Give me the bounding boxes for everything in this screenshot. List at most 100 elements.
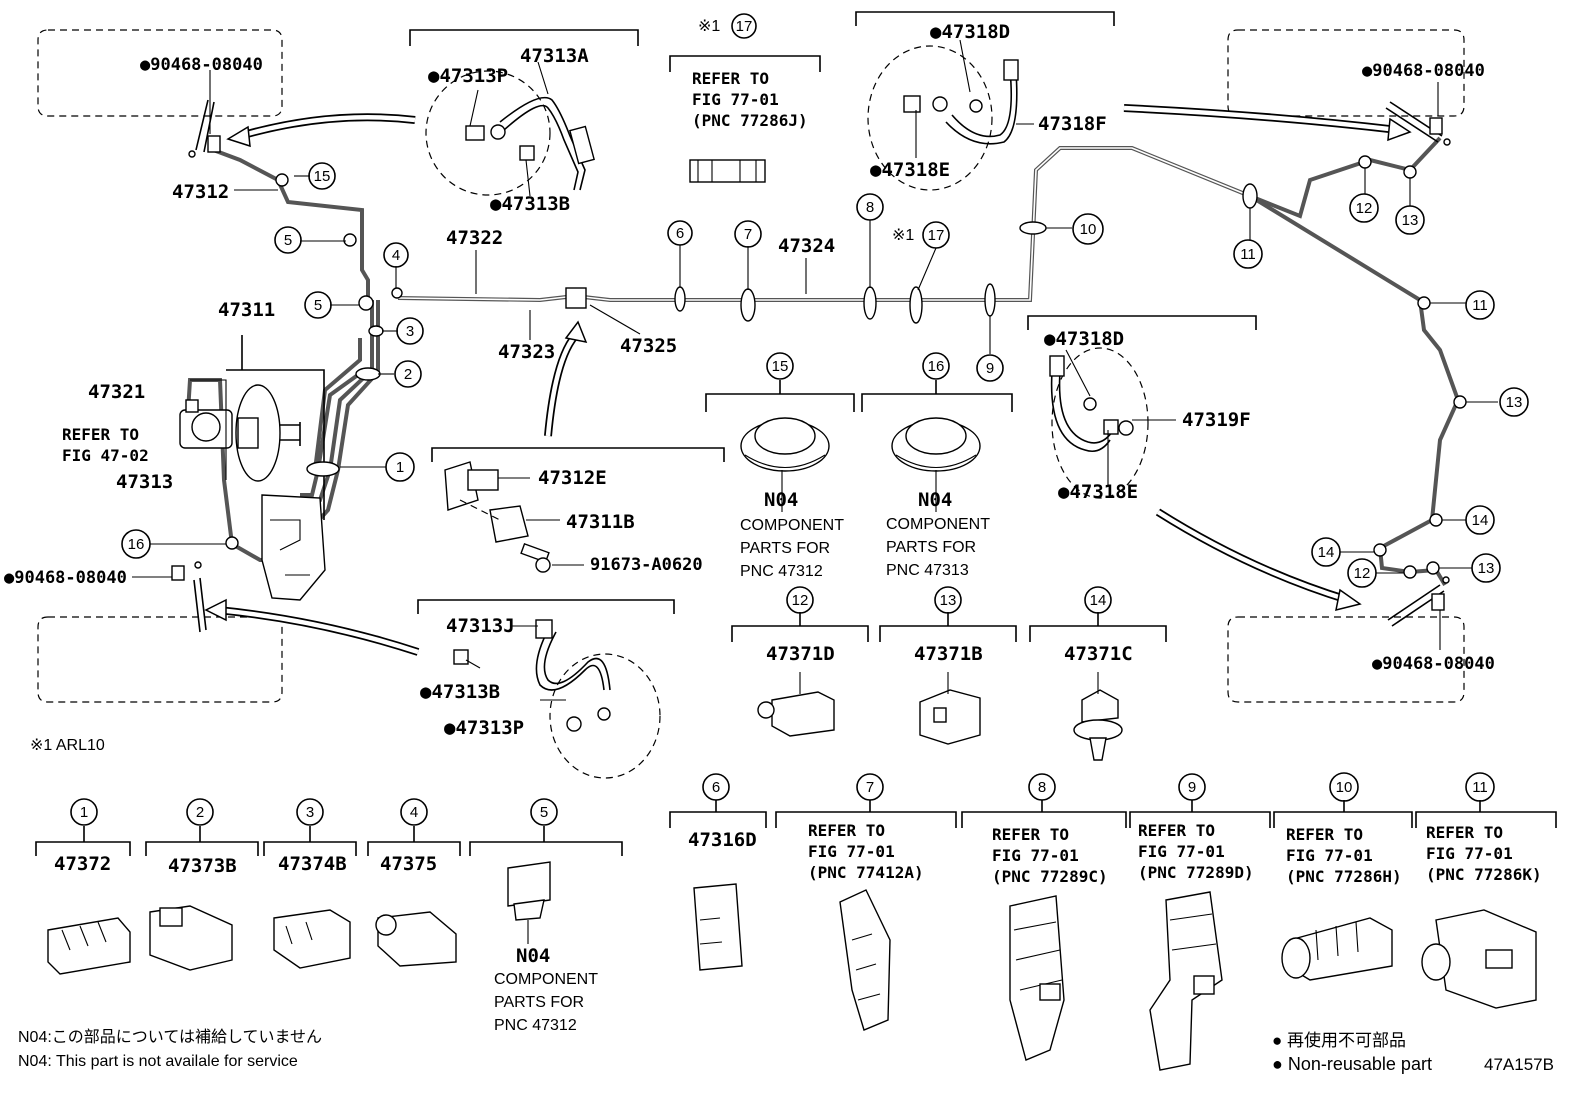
svg-text:11: 11 [1472, 297, 1488, 314]
svg-text:5: 5 [284, 232, 292, 249]
svg-text:5: 5 [314, 297, 322, 314]
svg-text:(PNC 77412A): (PNC 77412A) [808, 863, 924, 882]
callout-12a: 12 [1349, 193, 1379, 223]
callout-4: 4 [383, 242, 409, 268]
label-47324: 47324 [778, 235, 835, 257]
callout-11b: 11 [1465, 290, 1495, 320]
svg-text:16: 16 [128, 536, 145, 553]
svg-text:PARTS FOR: PARTS FOR [494, 994, 584, 1011]
label-90468-top-left: ●90468-08040 [140, 55, 263, 75]
svg-text:PARTS FOR: PARTS FOR [886, 539, 976, 556]
callout-14a: 14 [1465, 505, 1495, 535]
svg-text:FIG 77-01: FIG 77-01 [992, 846, 1079, 865]
label-47319F: 47319F [1182, 409, 1251, 431]
svg-text:16: 16 [928, 358, 945, 375]
direction-arrows [204, 104, 1412, 656]
svg-text:47371D: 47371D [766, 643, 835, 665]
label-47313A: 47313A [520, 45, 589, 67]
flex-hose-detail-rear-right [1049, 347, 1149, 499]
svg-text:2: 2 [404, 366, 412, 383]
svg-text:15: 15 [314, 168, 331, 185]
clamp-10: 10 REFER TO FIG 77-01 (PNC 77286H) [1286, 772, 1402, 886]
label-47323: 47323 [498, 341, 555, 363]
svg-text:13: 13 [1478, 560, 1495, 577]
svg-text:10: 10 [1080, 221, 1097, 238]
legend-n04-en: N04: This part is not availale for servi… [18, 1053, 298, 1070]
svg-text:14: 14 [1318, 544, 1335, 561]
svg-text:2: 2 [196, 804, 204, 821]
clamp-9: 9 REFER TO FIG 77-01 (PNC 77289D) [1138, 773, 1254, 882]
callout-5b: 5 [304, 291, 332, 319]
svg-text:7: 7 [866, 779, 874, 796]
callout-7: 7 [734, 220, 762, 248]
svg-text:47373B: 47373B [168, 855, 237, 877]
flex-hose-detail-rear-left [453, 619, 661, 779]
label-91673: 91673-A0620 [590, 555, 703, 575]
svg-text:13: 13 [1506, 394, 1523, 411]
svg-text:REFER TO: REFER TO [992, 825, 1069, 844]
svg-text:COMPONENT: COMPONENT [886, 516, 990, 533]
callout-8: 8 [856, 193, 884, 221]
label-47325: 47325 [620, 335, 677, 357]
label-47313J: 47313J [446, 615, 515, 637]
callout-3: 3 [396, 317, 424, 345]
svg-text:N04: N04 [764, 489, 798, 511]
svg-text:1: 1 [80, 804, 88, 821]
callout-17-top: 17 [731, 13, 757, 39]
wheel-box-rear-left [37, 616, 283, 703]
leader-lines [132, 39, 1498, 944]
svg-text:(PNC 77289D): (PNC 77289D) [1138, 863, 1254, 882]
label-90468-left: ●90468-08040 [4, 568, 127, 588]
callout-15-top: 15 [308, 162, 336, 190]
clamp-5: 5 N04 COMPONENT PARTS FOR PNC 47312 [494, 798, 598, 1034]
label-47318E-top: ●47318E [870, 159, 950, 181]
svg-text:13: 13 [940, 592, 957, 609]
svg-text:N04: N04 [516, 945, 550, 967]
callout-2: 2 [394, 360, 422, 388]
grommet-labels: 15 N04 COMPONENT PARTS FOR PNC 47312 16 … [740, 352, 990, 580]
callout-14b: 14 [1311, 537, 1341, 567]
group-brackets [35, 11, 1557, 856]
label-ref4702-line2: FIG 47-02 [62, 446, 149, 465]
label-ref4702-line1: REFER TO [62, 425, 139, 444]
svg-text:(PNC 77289C): (PNC 77289C) [992, 867, 1108, 886]
label-47313P: ●47313P [428, 65, 508, 87]
label-47318F: 47318F [1038, 113, 1107, 135]
wheel-box-front-left [37, 29, 283, 117]
callout-16: 16 [121, 529, 151, 559]
label-47313B: ●47313B [490, 193, 570, 215]
brake-booster-assembly [179, 287, 403, 601]
figure-code: 47A157B [1484, 1055, 1554, 1074]
svg-text:6: 6 [712, 779, 720, 796]
label-mark17b: ※1 [892, 227, 914, 244]
svg-text:3: 3 [306, 804, 314, 821]
svg-text:4: 4 [410, 804, 418, 821]
callout-5a: 5 [274, 226, 302, 254]
svg-text:47374B: 47374B [278, 853, 347, 875]
callout-9: 9 [976, 354, 1004, 382]
flex-hose-detail-front-left [425, 70, 595, 196]
legend-nonreuse-en: ● Non-reusable part [1272, 1054, 1432, 1074]
callout-1: 1 [385, 452, 415, 482]
label-47311: 47311 [218, 299, 275, 321]
callout-11a: 11 [1233, 239, 1263, 269]
label-47321: 47321 [88, 381, 145, 403]
svg-text:9: 9 [986, 360, 994, 377]
part-number-labels: ●90468-08040 47312 47313A ●47313P ●47313… [4, 18, 1495, 739]
svg-text:6: 6 [676, 225, 684, 242]
callout-13c: 13 [1471, 553, 1501, 583]
label-47312: 47312 [172, 181, 229, 203]
svg-text:REFER TO: REFER TO [1138, 821, 1215, 840]
label-ref17-line2: FIG 77-01 [692, 90, 779, 109]
label-ref17-line3: (PNC 77286J) [692, 111, 808, 130]
svg-text:(PNC 77286H): (PNC 77286H) [1286, 867, 1402, 886]
svg-text:(PNC 77286K): (PNC 77286K) [1426, 865, 1542, 884]
bottom-clamp-drawings [47, 861, 1537, 1071]
callout-circles: 15 5 5 4 3 2 1 16 6 7 8 17 17 9 10 11 12… [121, 13, 1529, 588]
line-clamps [225, 155, 1467, 579]
wheel-box-rear-right [1227, 616, 1465, 703]
